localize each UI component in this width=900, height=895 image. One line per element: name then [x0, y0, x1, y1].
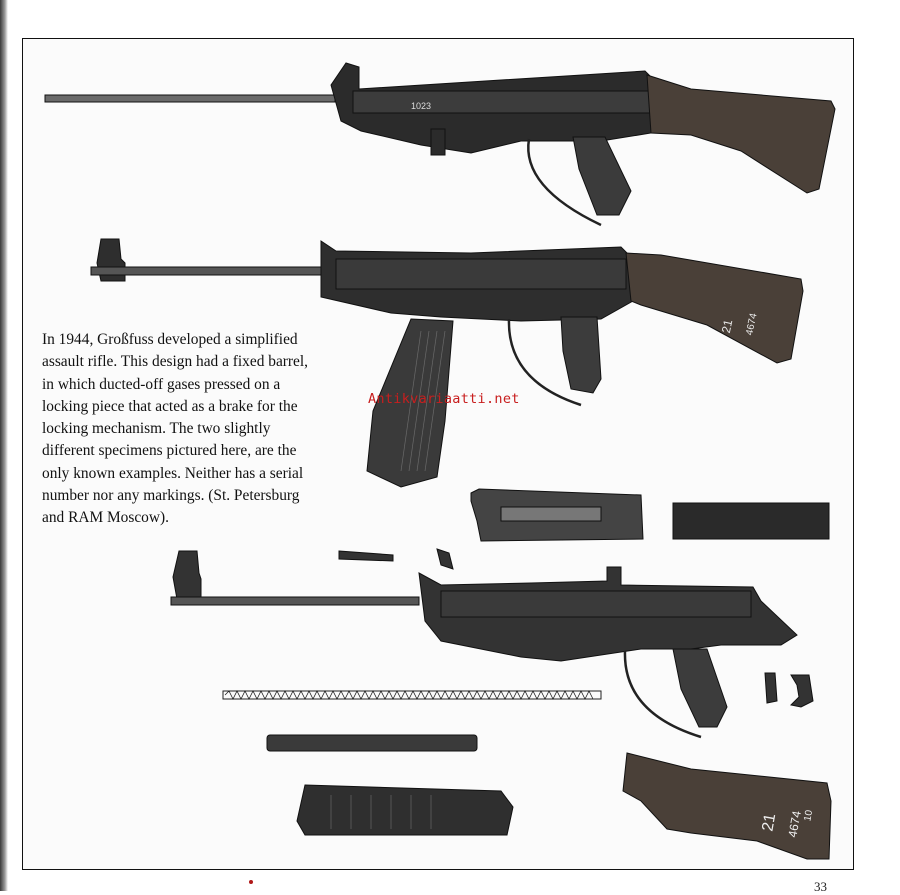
- watermark-text: Antikvariaatti.net: [368, 391, 520, 407]
- rifle-2-stock: [625, 252, 804, 364]
- rifle-2: 21 4674: [90, 238, 804, 488]
- caption-line: number nor any markings. (St. Petersburg: [42, 487, 300, 505]
- red-dot-mark: [249, 880, 253, 884]
- rifle-2-grip: [560, 316, 602, 394]
- rifle-1-guard: [527, 138, 602, 227]
- photo-caption: In 1944, Großfuss developed a simplified…: [42, 329, 342, 530]
- stock-part: [622, 752, 832, 860]
- rifle-2-stock-serial: 4674: [744, 312, 759, 336]
- disassembled-parts: 21 4674 10: [170, 488, 832, 860]
- magazine-part-ribs: [330, 795, 432, 829]
- rifle-1-grip: [572, 136, 632, 216]
- screw-part: [764, 672, 778, 704]
- small-pin-part: [338, 550, 394, 562]
- caption-line: in which ducted-off gases pressed on a: [42, 375, 281, 393]
- rifle-1-marking: 1023: [411, 101, 431, 111]
- photo-frame: 1023 21 4674: [22, 38, 854, 870]
- caption-line: assault rifle. This design had a fixed b…: [42, 353, 308, 371]
- magazine-part: [296, 784, 514, 836]
- rifle-2-stock-number: 21: [719, 318, 736, 334]
- rifle-photograph: 1023 21 4674: [44, 62, 836, 860]
- rifle-3-front-sight: [172, 550, 202, 600]
- rifle-1-cover: [352, 90, 654, 114]
- caption-line: locking piece that acted as a brake for …: [42, 397, 298, 415]
- rifle-1: 1023: [44, 62, 836, 227]
- caption-line: locking mechanism. The two slightly: [42, 420, 271, 438]
- rifle-1-mag-catch: [430, 128, 446, 156]
- stock-part-serial: 4674: [785, 809, 803, 838]
- stock-part-small-marking: 10: [802, 809, 815, 822]
- rifle-2-magazine: [366, 318, 454, 488]
- rifle-3-grip: [672, 648, 728, 728]
- rifle-1-barrel: [44, 94, 336, 103]
- stock-part-number: 21: [759, 812, 779, 833]
- caption-line: In 1944, Großfuss developed a simplified: [42, 331, 298, 348]
- receiver-cover-part: [672, 502, 830, 540]
- rifle-2-cover: [335, 258, 627, 290]
- rifle-2-magazine-ribs: [400, 330, 446, 472]
- recoil-spring-part: [222, 690, 602, 700]
- small-latch-part: [436, 548, 454, 570]
- caption-line: and RAM Moscow).: [42, 509, 169, 527]
- caption-line: different specimens pictured here, are t…: [42, 442, 297, 460]
- rifle-3-barrel: [170, 596, 420, 606]
- book-page-edge: [0, 0, 8, 891]
- rifle-1-stock: [646, 74, 836, 194]
- clip-part: [789, 674, 814, 708]
- page-number: 33: [814, 879, 827, 894]
- bolt-carrier-slot: [500, 506, 602, 522]
- caption-line: only known examples. Neither has a seria…: [42, 464, 304, 482]
- rifle-2-guard: [507, 318, 582, 407]
- gas-tube-part: [266, 734, 478, 752]
- rifle-2-barrel: [90, 266, 332, 276]
- rifle-3-cover: [440, 590, 752, 618]
- rifle-3-guard: [623, 650, 702, 739]
